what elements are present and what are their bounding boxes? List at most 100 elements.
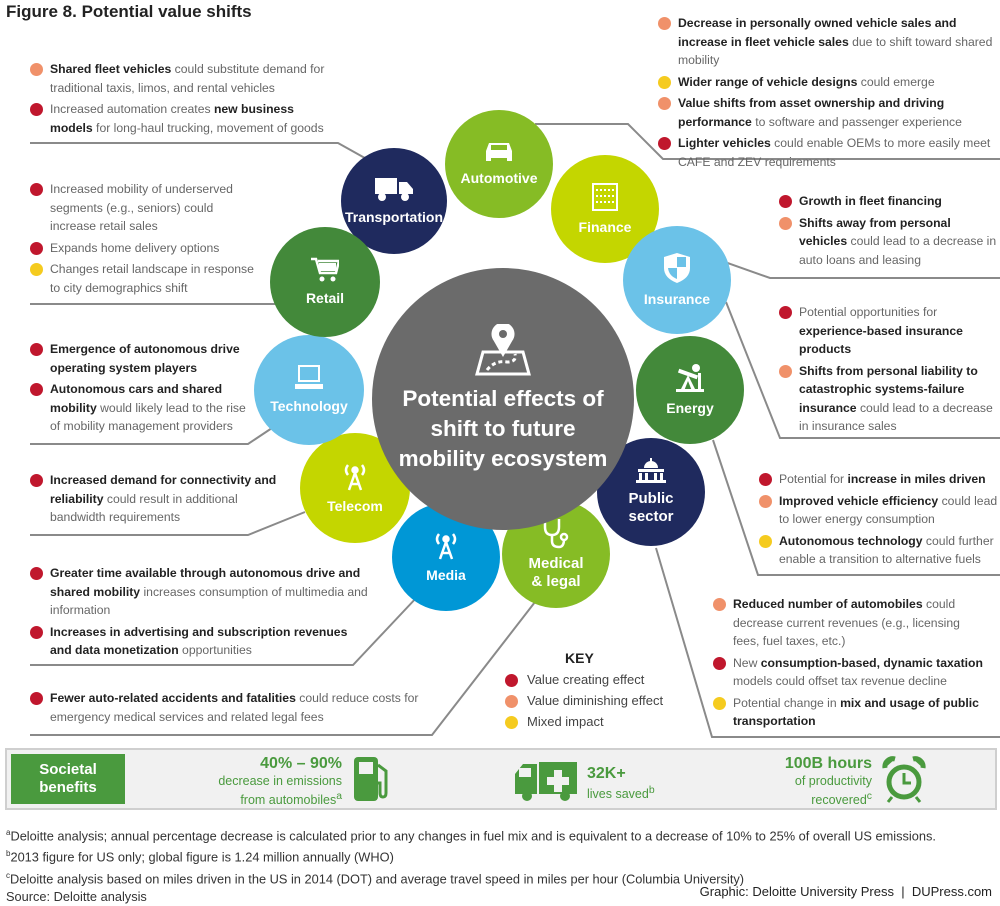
bullet-text: Increased automation creates bbox=[50, 102, 214, 116]
bullet-text: models could offset tax revenue decline bbox=[733, 674, 947, 688]
alarm-clock-icon bbox=[882, 756, 926, 803]
shield-icon bbox=[664, 253, 690, 283]
section-medical: Fewer auto-related accidents and fatalit… bbox=[30, 689, 420, 729]
diminishing-effect-dot-icon bbox=[713, 598, 726, 611]
ambulance-icon bbox=[515, 762, 577, 801]
connector-energy bbox=[712, 439, 1000, 576]
center-circle: Potential effects of shift to future mob… bbox=[372, 268, 634, 530]
diminishing-effect-dot-icon bbox=[779, 364, 792, 378]
circle-energy[interactable]: Energy bbox=[636, 336, 744, 444]
bullet-text-bold: new business models bbox=[50, 102, 294, 135]
creating-effect-dot-icon bbox=[30, 692, 43, 705]
lives-stat: 32K+ lives savedb bbox=[587, 764, 687, 802]
legend-label: Value diminishing effect bbox=[527, 693, 664, 708]
emissions-stat: 40% – 90% decrease in emissions from aut… bbox=[197, 754, 342, 808]
stethoscope-icon bbox=[543, 519, 569, 549]
hours-line2: recovered bbox=[811, 793, 867, 808]
list-item: Potential change in mix and usage of pub… bbox=[713, 694, 983, 731]
bullet-text: could further enable a transition to alt… bbox=[779, 533, 994, 567]
list-item: Increased mobility of underserved segmen… bbox=[30, 180, 260, 236]
bullet-text-bold: Increases in advertising and subscriptio… bbox=[50, 624, 348, 658]
bullet-text: could lead to a decrease in auto loans a… bbox=[799, 234, 997, 267]
figure-title: Figure 8. Potential value shifts bbox=[6, 2, 252, 21]
creating-effect-dot-icon bbox=[30, 474, 43, 487]
creating-effect-dot-icon bbox=[30, 567, 43, 580]
bullet-text: opportunities bbox=[178, 643, 252, 657]
diminishing-effect-dot-icon bbox=[779, 216, 792, 230]
bullet-text: could decrease current revenues (e.g., l… bbox=[733, 597, 960, 648]
circle-label: Finance bbox=[578, 219, 632, 235]
center-label: Potential effects of shift to future mob… bbox=[398, 386, 608, 471]
list-item: Emergence of autonomous drive operating … bbox=[30, 340, 250, 377]
circle-label: Telecom bbox=[327, 498, 383, 514]
hours-value: 100B hours bbox=[784, 755, 872, 772]
connector-public bbox=[655, 547, 1000, 738]
circle-telecom[interactable]: Telecom bbox=[300, 433, 410, 543]
bullet-text-bold: Shifts from personal liability to catast… bbox=[799, 363, 978, 415]
antenna-icon bbox=[344, 464, 366, 491]
emissions-line2: from automobiles bbox=[240, 793, 337, 808]
creating-effect-dot-icon bbox=[30, 183, 43, 196]
bullet-text: could enable OEMs to more easily meet CA… bbox=[678, 136, 991, 169]
footnote-c: cDeloitte analysis based on miles driven… bbox=[6, 867, 936, 888]
emissions-line1: decrease in emissions bbox=[218, 774, 342, 788]
bullet-text-bold: Decrease in personally owned vehicle sal… bbox=[678, 16, 957, 49]
bullet-text-bold: Increased demand for connectivity and re… bbox=[50, 473, 277, 506]
list-item: Shifts away from personal vehicles could… bbox=[779, 214, 999, 270]
circle-transportation[interactable]: Transportation bbox=[341, 148, 447, 254]
list-item: Shifts from personal liability to catast… bbox=[779, 362, 999, 436]
bullet-text-bold: mix and usage of public transportation bbox=[733, 695, 979, 729]
bullet-text: Changes retail landscape in response to … bbox=[50, 262, 254, 295]
source: Source: Deloitte analysis bbox=[6, 888, 147, 904]
bullet-text-bold: Improved vehicle efficiency bbox=[779, 493, 939, 508]
circle-insurance[interactable]: Insurance bbox=[623, 226, 731, 334]
bullet-text-bold: Shifts away from personal vehicles bbox=[799, 215, 951, 249]
list-item: Potential opportunities for experience-b… bbox=[779, 303, 999, 359]
bullet-text-bold: Value shifts from asset ownership and dr… bbox=[678, 96, 945, 129]
section-media: Greater time available through autonomou… bbox=[30, 564, 370, 663]
emissions-value: 40% – 90% bbox=[260, 755, 342, 772]
bullet-text: Potential change in bbox=[733, 695, 841, 710]
legend-label: Mixed impact bbox=[527, 714, 604, 729]
bullet-text-bold: Shared fleet vehicles bbox=[50, 62, 172, 76]
circle-technology[interactable]: Technology bbox=[254, 335, 364, 445]
creating-effect-dot-icon bbox=[779, 195, 792, 208]
footnote-mark: a bbox=[6, 828, 11, 837]
capitol-icon bbox=[636, 458, 666, 483]
bullet-text: increases consumption of multimedia and … bbox=[50, 584, 368, 618]
bullet-text-bold: Lighter vehicles bbox=[678, 136, 771, 150]
footnote-ref: c bbox=[866, 791, 872, 802]
hours-stat: 100B hours of productivity recoveredc bbox=[747, 754, 872, 808]
circle-label: Transportation bbox=[344, 209, 443, 225]
legend-item-diminishing: Value diminishing effect bbox=[505, 693, 663, 714]
oil-pump-icon bbox=[676, 364, 704, 392]
bullet-text-bold: Fewer auto-related accidents and fatalit… bbox=[50, 691, 296, 705]
list-item: Autonomous cars and shared mobility woul… bbox=[30, 380, 250, 436]
circle-label: Automotive bbox=[460, 170, 538, 186]
circle-retail[interactable]: Retail bbox=[270, 227, 380, 337]
bullet-text: due to shift toward shared mobility bbox=[678, 34, 993, 68]
bullet-text-bold: Greater time available through autonomou… bbox=[50, 566, 361, 599]
bullet-text-bold: consumption-based, dynamic taxation bbox=[760, 655, 983, 670]
bullet-text: could emerge bbox=[857, 74, 935, 89]
creating-effect-dot-icon bbox=[30, 103, 43, 116]
section-public: Reduced number of automobiles could decr… bbox=[713, 595, 983, 734]
list-item: Decrease in personally owned vehicle sal… bbox=[658, 14, 998, 70]
circle-label: Energy bbox=[666, 400, 714, 416]
laptop-icon bbox=[295, 365, 323, 389]
orange-dot-icon bbox=[505, 695, 518, 708]
bullet-text-bold: Autonomous cars and shared mobility bbox=[50, 382, 223, 415]
footnote-text: Deloitte analysis; annual percentage dec… bbox=[10, 828, 936, 844]
fuel-pump-icon bbox=[354, 757, 388, 801]
connector-technology bbox=[30, 427, 273, 445]
antenna-icon bbox=[435, 533, 457, 560]
creating-effect-dot-icon bbox=[30, 343, 43, 356]
list-item: Growth in fleet financing bbox=[779, 192, 999, 211]
mixed-effect-dot-icon bbox=[759, 534, 772, 548]
footnote-mark: b bbox=[6, 849, 11, 859]
circle-automotive[interactable]: Automotive bbox=[445, 110, 553, 218]
circle-label: Insurance bbox=[643, 291, 711, 307]
abacus-icon bbox=[592, 183, 618, 211]
section-technology: Emergence of autonomous drive operating … bbox=[30, 340, 250, 439]
